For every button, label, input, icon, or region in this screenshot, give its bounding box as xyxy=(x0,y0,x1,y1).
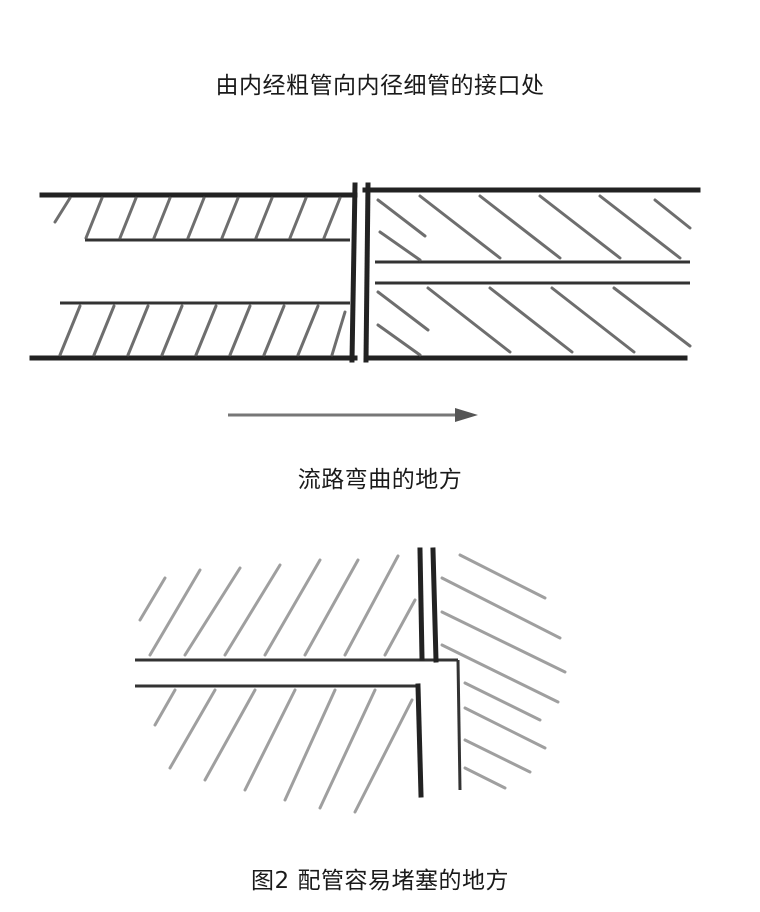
right-arrow-icon xyxy=(228,408,478,422)
channel-left-vertical-wall xyxy=(417,547,425,661)
flow-arrow-head xyxy=(455,408,478,422)
left-pipe-end-face xyxy=(349,182,358,363)
bend-right-hatching xyxy=(440,553,567,790)
channel-right-vertical-wall-top xyxy=(430,547,439,663)
caption-bend: 流路弯曲的地方 xyxy=(297,467,463,493)
left-pipe xyxy=(29,182,358,363)
right-pipe-bottom-hatching xyxy=(376,286,692,357)
bend-lower-left-hatching xyxy=(153,688,414,814)
right-pipe-end-face xyxy=(363,182,371,363)
left-pipe-top-hatching xyxy=(53,196,342,240)
caption-pipe-junction: 由内经粗管向内径细管的接口处 xyxy=(215,73,545,99)
bend-upper-left-hatching xyxy=(138,554,417,657)
left-pipe-bottom-hatching xyxy=(58,304,347,357)
pipe-junction-diagram xyxy=(29,182,701,422)
right-pipe xyxy=(362,182,701,363)
channel-right-vertical-wall-bottom xyxy=(456,659,462,791)
channel-outlet-wall xyxy=(415,683,424,798)
figure-caption: 图2 配管容易堵塞的地方 xyxy=(251,868,509,894)
bend-diagram xyxy=(135,547,567,814)
right-pipe-top-hatching xyxy=(376,194,692,262)
